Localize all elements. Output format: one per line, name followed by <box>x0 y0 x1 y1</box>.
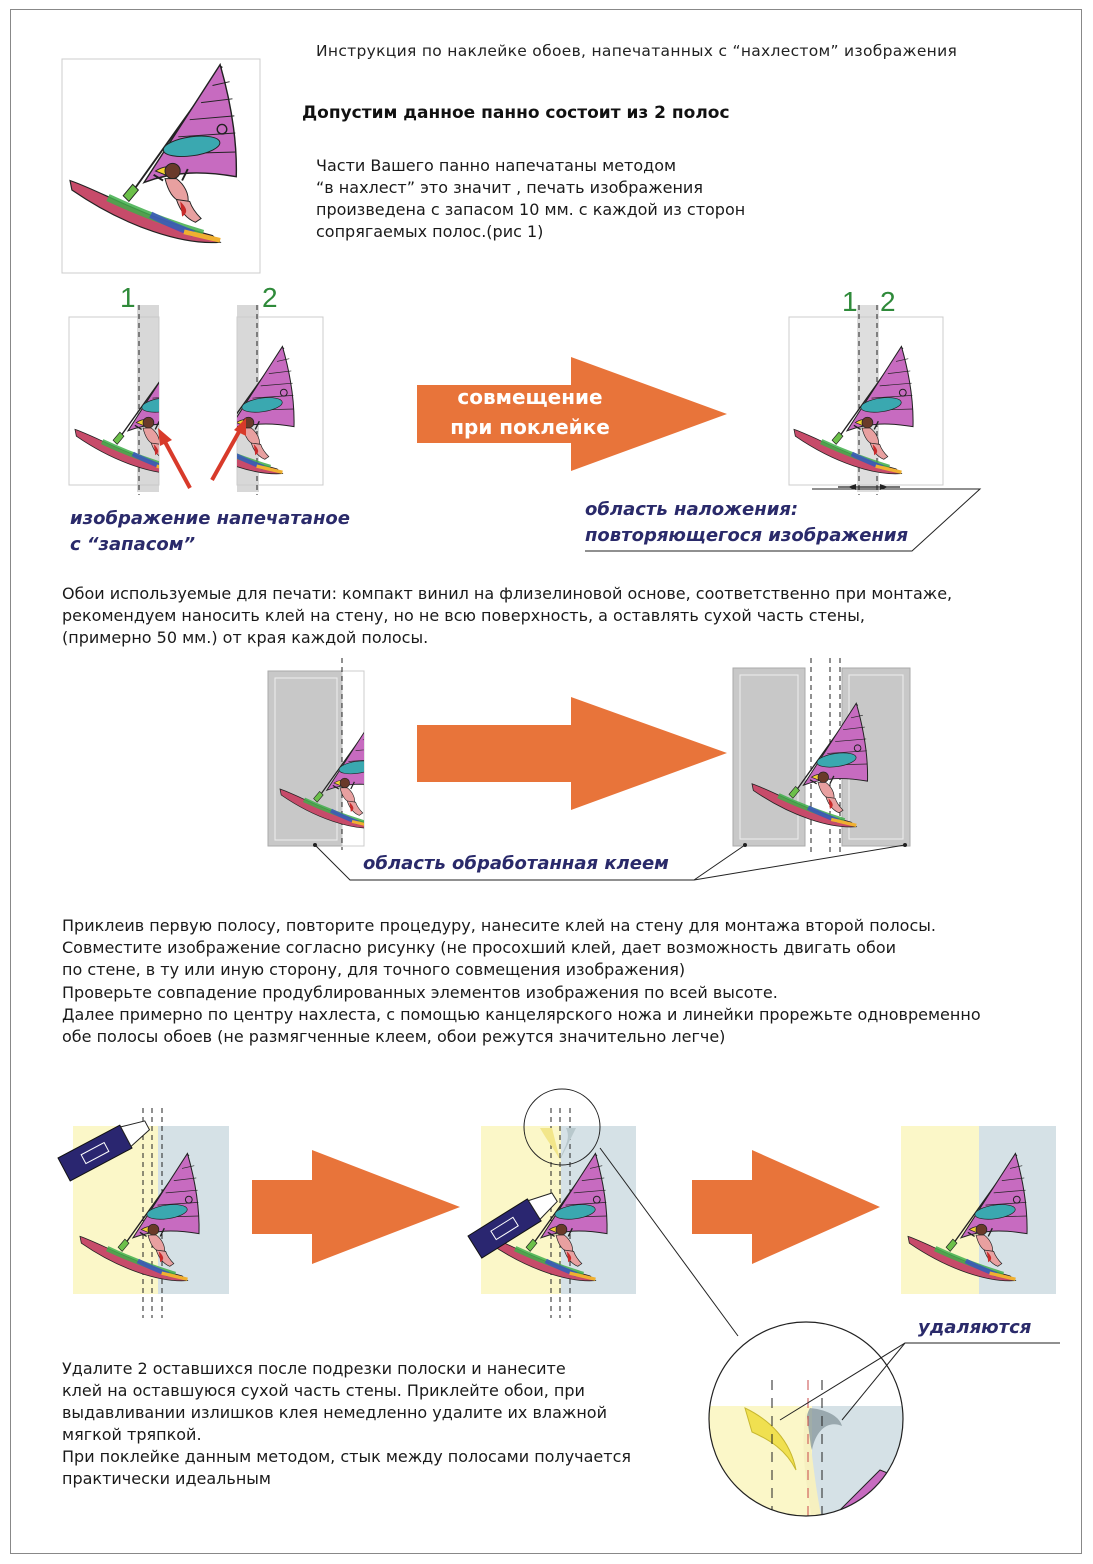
label-overlap: область наложения:повторяющегося изображ… <box>585 499 909 546</box>
glue-strip-single <box>267 658 365 850</box>
procedure-line: обе полосы обоев (не размягченные клеем,… <box>62 1027 726 1046</box>
procedure-line: по стене, в ту или иную сторону, для точ… <box>62 960 686 979</box>
procedure-line: Проверьте совпадение продублированных эл… <box>62 983 778 1002</box>
page-frame <box>10 9 1082 1554</box>
cut-step-1 <box>57 1108 229 1318</box>
final-line: клей на оставшуюся сухой часть стены. Пр… <box>62 1381 585 1400</box>
materials-line: Обои используемые для печати: компакт ви… <box>62 584 953 603</box>
strip-pair-separate <box>68 305 324 495</box>
knife-icon <box>467 1192 558 1259</box>
glue-pointer-lines <box>314 844 746 881</box>
final-line: выдавливании излишков клея немедленно уд… <box>62 1403 607 1422</box>
arrow-shape-4 <box>692 1150 880 1264</box>
final-line: мягкой тряпкой. <box>62 1425 202 1444</box>
final-line: Удалите 2 оставшихся после подрезки поло… <box>62 1359 566 1378</box>
magnifier-zoom <box>708 1321 1060 1517</box>
intro-line: сопрягаемых полос.(рис 1) <box>316 222 544 241</box>
procedure-line: Далее примерно по центру нахлеста, с пом… <box>62 1005 981 1024</box>
label-removed: удаляются <box>918 1317 1032 1338</box>
strip-number: 1 <box>842 286 858 317</box>
intro-line: “в нахлест” это значит , печать изображе… <box>316 178 703 197</box>
label-glue: область обработанная клеем <box>363 853 669 874</box>
cut-step-2 <box>467 1088 739 1337</box>
procedure-line: Совместите изображение согласно рисунку … <box>62 938 896 957</box>
intro-line: Части Вашего панно напечатаны методом <box>316 156 677 175</box>
strip-number: 1 <box>120 282 136 313</box>
arrow-label: совмещение при поклейке <box>450 385 610 439</box>
page-title: Инструкция по наклейке обоев, напечатанн… <box>316 42 958 60</box>
arrow-shape-1 <box>417 357 727 471</box>
final-line: При поклейке данным методом, стык между … <box>62 1447 631 1466</box>
strip-number: 2 <box>880 286 896 317</box>
arrow-shape-2 <box>417 697 727 810</box>
materials-line: рекомендуем наносить клей на стену, но н… <box>62 606 865 625</box>
arrow-shape-3 <box>252 1150 460 1264</box>
materials-line: (примерно 50 мм.) от края каждой полосы. <box>62 628 429 647</box>
glue-strip-combined <box>732 658 911 855</box>
cut-result <box>901 1126 1056 1294</box>
strip-number: 2 <box>262 282 278 313</box>
strip-pair-combined <box>585 305 982 552</box>
final-line: практически идеальным <box>62 1469 271 1488</box>
section-heading: Допустим данное панно состоит из 2 полос <box>302 103 730 123</box>
intro-line: произведена с запасом 10 мм. с каждой из… <box>316 200 746 219</box>
knife-icon <box>57 1120 151 1182</box>
procedure-line: Приклеив первую полосу, повторите процед… <box>62 916 936 935</box>
